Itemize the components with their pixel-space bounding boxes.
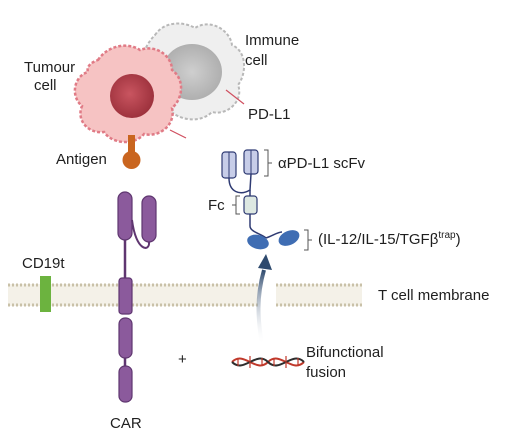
immune-cell-label-1: Immune [245, 32, 299, 49]
tumour-cell-label-2: cell [34, 77, 57, 94]
cytokine-bracket [304, 229, 312, 251]
bifunctional-label-2: fusion [306, 364, 346, 381]
membrane-label: T cell membrane [378, 287, 489, 304]
bifunctional-label-1: Bifunctional [306, 344, 384, 361]
plus-sign: + [178, 351, 187, 368]
cytokine-label: (IL-12/IL-15/TGFβtrap) [318, 230, 461, 248]
pdl1-pointer-2 [169, 129, 187, 139]
scfv-label: αPD-L1 scFv [278, 155, 366, 172]
immune-cell-label-2: cell [245, 52, 268, 69]
tumour-cell [73, 44, 183, 144]
secretion-arrow [256, 269, 266, 346]
pdl1-pointer-1 [225, 89, 245, 105]
car-receptor [117, 191, 157, 403]
cd19t-protein [40, 276, 51, 312]
cd19t-label: CD19t [22, 255, 65, 272]
dna-icon [231, 356, 305, 368]
car-label: CAR [110, 415, 142, 432]
fc-label: Fc [208, 197, 225, 214]
membrane-right [276, 283, 362, 307]
secretion-arrowhead [258, 254, 272, 270]
scfv-bracket [264, 149, 272, 177]
bifunctional-fusion-protein [221, 149, 300, 250]
antigen [122, 135, 141, 169]
fc-bracket [232, 195, 240, 215]
pdl1-label: PD-L1 [248, 106, 291, 123]
tumour-cell-label-1: Tumour [24, 59, 75, 76]
antigen-label: Antigen [56, 151, 107, 168]
